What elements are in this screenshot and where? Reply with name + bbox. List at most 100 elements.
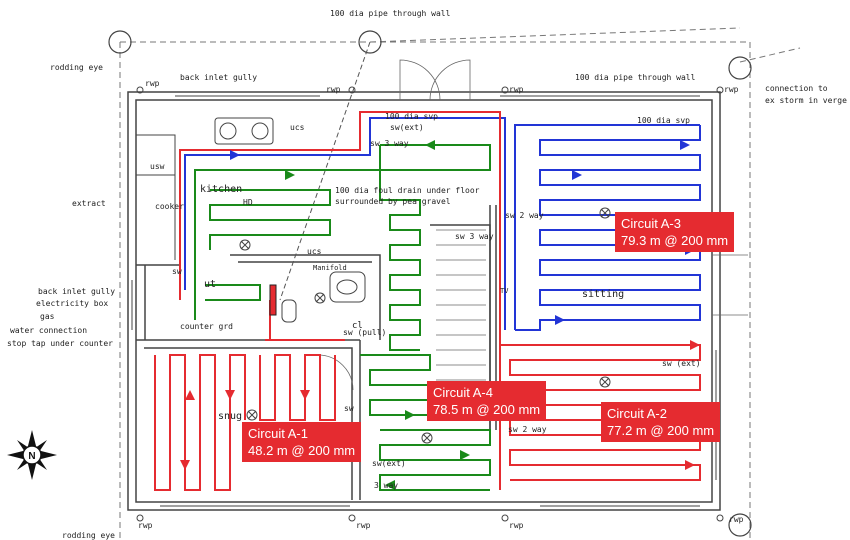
switch-label: sw (pull) [343, 328, 387, 337]
switch-label: sw 2 way [505, 211, 544, 220]
room-tv: TV [500, 287, 509, 295]
light-fitting-icon [599, 207, 611, 219]
compass-letter: N [28, 451, 35, 462]
room-kitchen: kitchen [200, 184, 243, 195]
label-rwp: rwp [509, 521, 524, 530]
room-ucs2: ucs [307, 247, 322, 256]
switch-label: sw (ext) [662, 359, 701, 368]
light-fitting-icon [246, 409, 258, 421]
manifold-unit [269, 284, 277, 316]
flow-arrow-icon [405, 410, 415, 420]
room-hd: HD [243, 198, 253, 207]
flow-arrow-icon [685, 460, 695, 470]
room-cooker: cooker [155, 202, 184, 211]
flow-arrow-icon [680, 140, 690, 150]
room-cl: cl [352, 321, 363, 331]
flow-arrow-icon [460, 450, 470, 460]
bathroom-fixtures [281, 271, 366, 323]
flow-arrow-icon [225, 390, 235, 400]
label-manifold: Manifold [313, 264, 347, 272]
callout-circuit-a2: Circuit A-2 77.2 m @ 200 mm [601, 402, 721, 442]
light-fitting-icon [239, 239, 251, 251]
label-rwp: rwp [326, 85, 341, 94]
rodding-eye-icon [358, 30, 382, 54]
label-back-inlet-gully-top: back inlet gully [180, 73, 258, 82]
circuit-spec: 79.3 m @ 200 mm [621, 233, 729, 248]
label-rodding-eye-bottom: rodding eye [62, 531, 115, 540]
rodding-eye-markers [108, 30, 752, 537]
switch-label: sw(ext) [390, 123, 424, 132]
room-ucs: ucs [290, 123, 305, 132]
switch-label: 3 way [374, 481, 399, 490]
switch-label: sw 3 way [370, 139, 409, 148]
label-connection: connection to [765, 84, 828, 93]
kitchen-counter [136, 117, 274, 260]
label-pipe-top: 100 dia pipe through wall [330, 9, 451, 18]
flow-arrow-icon [385, 480, 395, 490]
circuit-name: Circuit A-2 [607, 406, 667, 421]
switch-label: sw 2 way [508, 425, 547, 434]
room-snug: snug [218, 411, 243, 422]
label-rwp: rwp [138, 521, 153, 530]
label-pea-gravel: surrounded by pea gravel [335, 197, 451, 206]
switch-label: sw [344, 404, 354, 413]
label-extract: extract [72, 199, 106, 208]
light-fitting-icon [599, 376, 611, 388]
flow-arrow-icon [555, 315, 565, 325]
flow-arrow-icon [572, 170, 582, 180]
flow-arrow-icon [690, 340, 700, 350]
switch-label: counter grd [180, 322, 233, 331]
doors [317, 59, 748, 391]
room-ut: ut [204, 279, 217, 290]
label-svp-right: 100 dia svp [637, 116, 690, 125]
circuit-spec: 78.5 m @ 200 mm [433, 402, 541, 417]
flow-arrow-icon [180, 460, 190, 470]
rodding-eye-icon [108, 30, 132, 54]
rwp-markers [136, 86, 724, 522]
callout-circuit-a1: Circuit A-1 48.2 m @ 200 mm [242, 422, 362, 462]
label-foul-drain: 100 dia foul drain under floor [335, 186, 480, 195]
flow-arrow-icon [185, 390, 195, 400]
circuit-spec: 77.2 m @ 200 mm [607, 423, 715, 438]
circuit-a3-pipe [184, 117, 701, 331]
light-fittings [239, 207, 611, 444]
label-connection2: ex storm in verge [765, 96, 847, 105]
light-fitting-icon [421, 432, 433, 444]
light-fitting-icon [314, 292, 326, 304]
label-gas: gas [40, 312, 55, 321]
circuit-name: Circuit A-1 [248, 426, 308, 441]
room-usw: usw [150, 162, 165, 171]
label-rwp: rwp [724, 85, 739, 94]
switch-label: sw 3 way [455, 232, 494, 241]
flow-arrow-icon [300, 390, 310, 400]
label-stop-tap: stop tap under counter [7, 339, 113, 348]
label-svp-top: 100 dia svp [385, 112, 438, 121]
label-rwp: rwp [729, 515, 744, 524]
compass-icon: N [7, 430, 57, 480]
label-water-connection: water connection [10, 326, 88, 335]
label-back-inlet-gully-left: back inlet gully [38, 287, 116, 296]
rodding-eye-icon [728, 56, 752, 80]
label-rwp: rwp [145, 79, 160, 88]
callout-circuit-a3: Circuit A-3 79.3 m @ 200 mm [615, 212, 735, 252]
switch-label: sw [172, 267, 182, 276]
room-sitting: sitting [582, 289, 625, 300]
flow-arrow-icon [285, 170, 295, 180]
circuit-a4-pipe [194, 144, 491, 491]
label-rodding-eye: rodding eye [50, 63, 103, 72]
switch-label: sw(ext) [372, 459, 406, 468]
label-pipe-right: 100 dia pipe through wall [575, 73, 696, 82]
flow-arrow-icon [425, 140, 435, 150]
flow-arrow-icon [230, 150, 240, 160]
callout-circuit-a4: Circuit A-4 78.5 m @ 200 mm [427, 381, 547, 421]
circuit-name: Circuit A-4 [433, 385, 493, 400]
label-electricity-box: electricity box [36, 299, 109, 308]
label-rwp: rwp [509, 85, 524, 94]
circuit-name: Circuit A-3 [621, 216, 681, 231]
windows [131, 95, 717, 507]
site-boundary [119, 27, 801, 540]
label-rwp: rwp [356, 521, 371, 530]
circuit-spec: 48.2 m @ 200 mm [248, 443, 356, 458]
rodding-eye-icon [728, 513, 752, 537]
